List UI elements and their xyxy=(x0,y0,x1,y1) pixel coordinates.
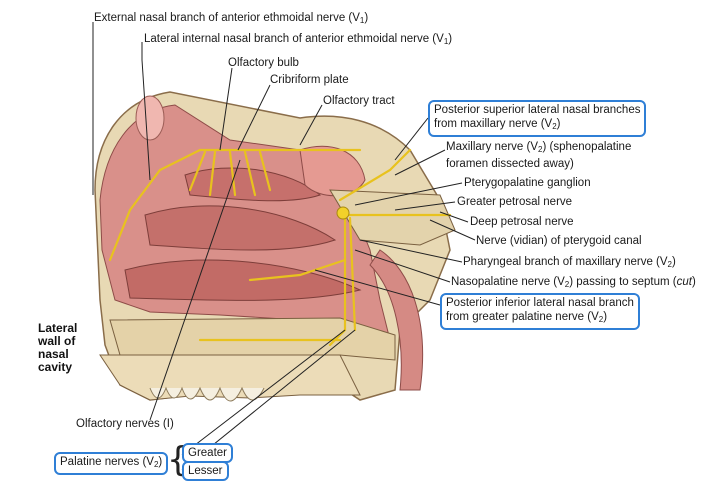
label-pharyngeal-branch: Pharyngeal branch of maxillary nerve (V2… xyxy=(463,256,676,269)
maxillary-nerve xyxy=(338,148,412,202)
label-deep-petrosal-nerve: Deep petrosal nerve xyxy=(470,216,574,228)
posterior-inferior-nasal-branch xyxy=(248,258,347,282)
leader-lines xyxy=(92,22,476,471)
label-posterior-inferior-lateral-nasal-branch: Posterior inferior lateral nasal branch … xyxy=(440,293,640,330)
label-nasopalatine-nerve: Nasopalatine nerve (V2) passing to septu… xyxy=(451,276,696,289)
anterior-ethmoidal-nerve xyxy=(108,148,202,262)
label-lateral-internal-nasal-branch: Lateral internal nasal branch of anterio… xyxy=(144,33,453,46)
label-palatine-nerves: Palatine nerves (V2) xyxy=(54,452,169,475)
label-pterygopalatine-ganglion: Pterygopalatine ganglion xyxy=(464,177,591,189)
label-greater-palatine: Greater xyxy=(182,443,233,463)
teeth xyxy=(149,386,265,402)
frontal-sinus xyxy=(135,95,165,141)
label-posterior-superior-lateral-nasal-branches: Posterior superior lateral nasal branche… xyxy=(428,100,647,137)
middle-turbinate xyxy=(144,205,337,251)
label-olfactory-nerves: Olfactory nerves (I) xyxy=(76,418,174,430)
label-lesser-palatine: Lesser xyxy=(182,461,229,481)
label-olfactory-bulb: Olfactory bulb xyxy=(228,57,299,69)
pterygopalatine-ganglion-mark xyxy=(336,206,350,220)
label-olfactory-tract: Olfactory tract xyxy=(323,95,395,107)
lateral-wall-title: Lateral wall of nasal cavity xyxy=(38,321,78,374)
lesser-palatine-nerve xyxy=(348,216,357,332)
label-cribriform-plate: Cribriform plate xyxy=(270,74,349,86)
olfactory-nerve-fibers xyxy=(188,150,272,197)
label-greater-petrosal-nerve: Greater petrosal nerve xyxy=(457,196,573,208)
nerve-network xyxy=(108,148,452,347)
inferior-turbinate xyxy=(124,259,362,301)
label-external-nasal-branch: External nasal branch of anterior ethmoi… xyxy=(94,12,369,25)
sphenoid-sinus xyxy=(299,145,366,197)
label-vidian-nerve: Nerve (vidian) of pterygoid canal xyxy=(476,235,642,247)
